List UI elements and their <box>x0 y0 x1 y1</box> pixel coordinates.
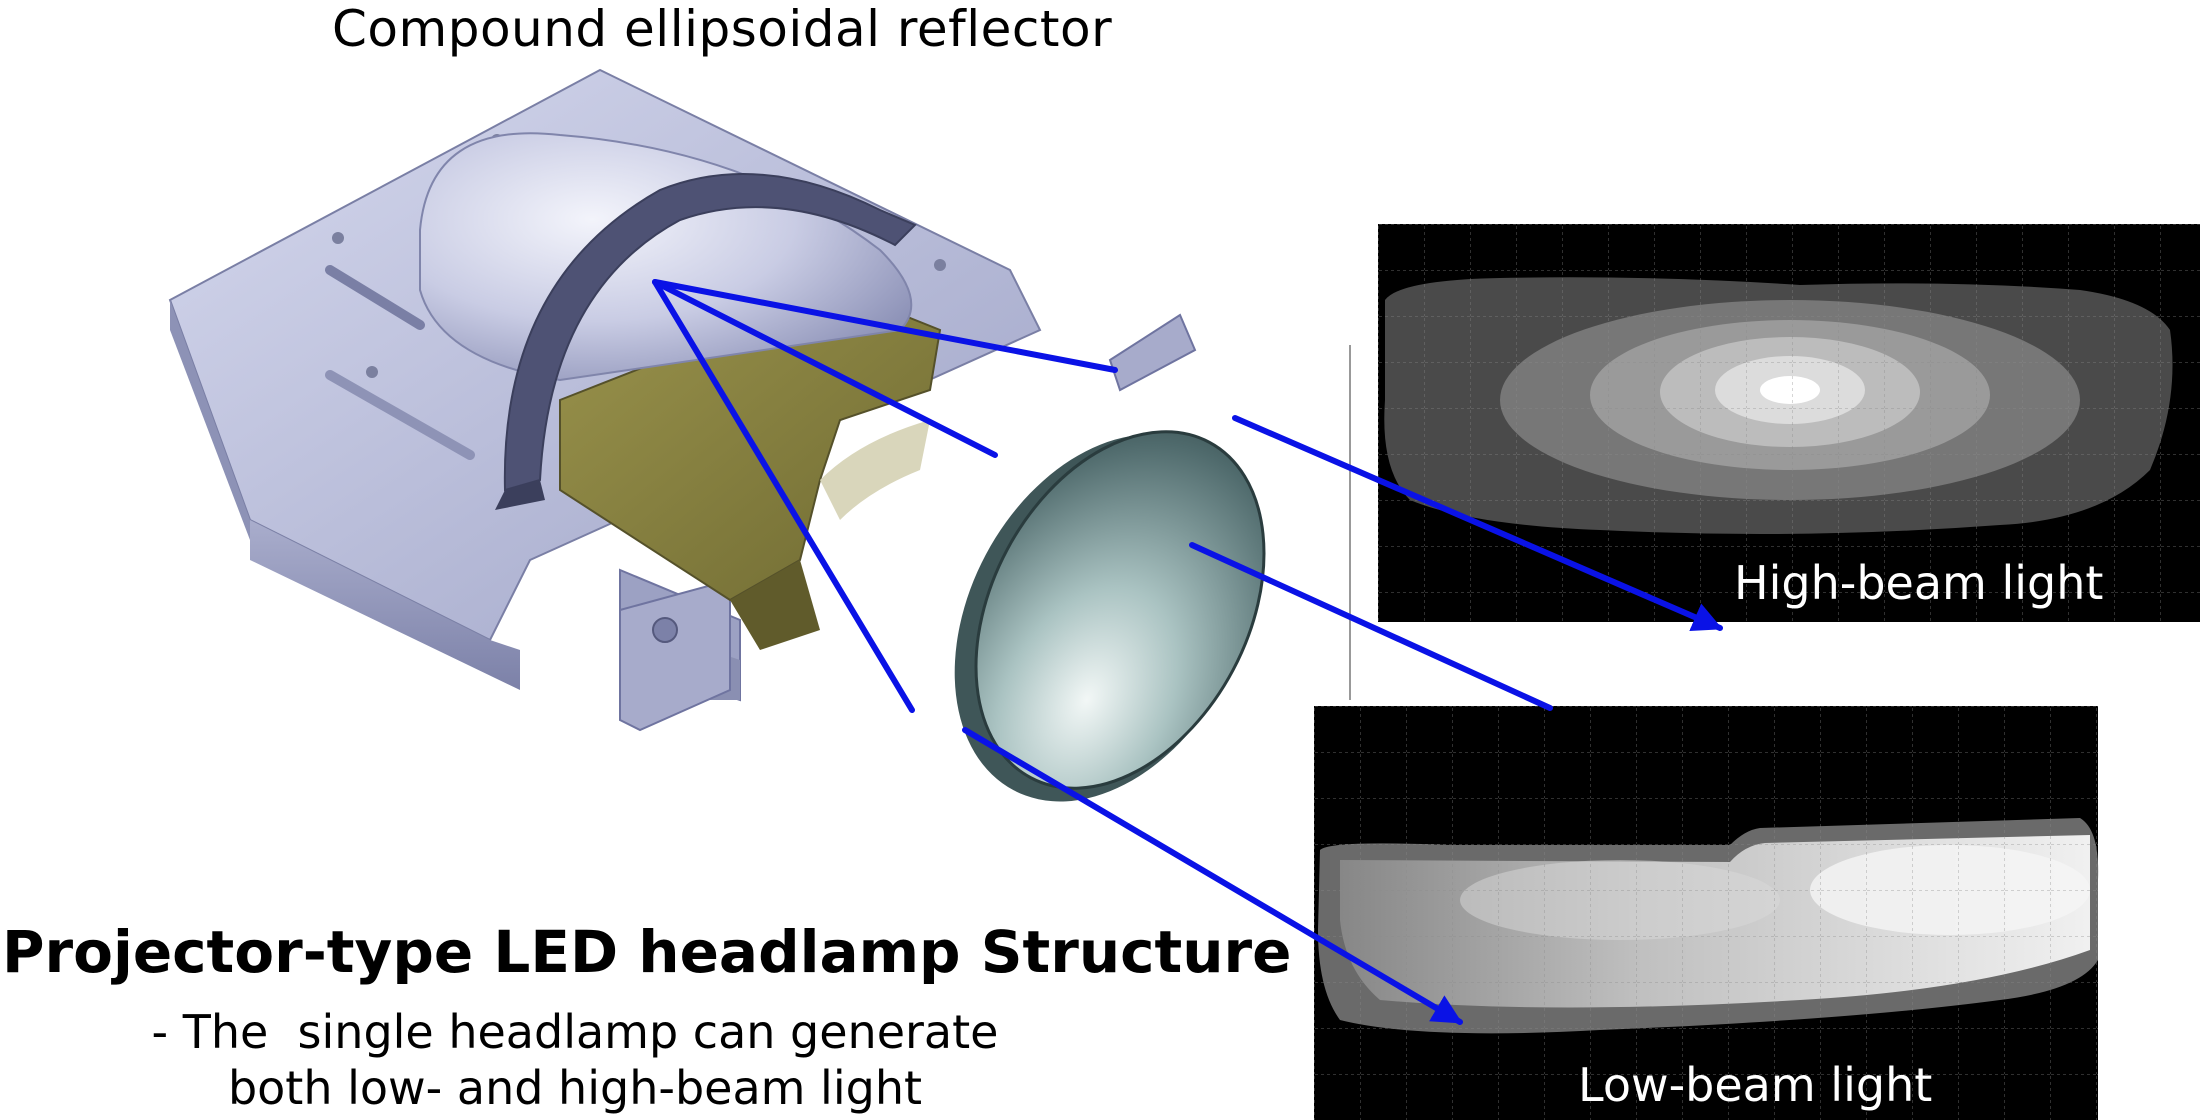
diagram-title: Projector-type LED headlamp Structure <box>2 918 1291 986</box>
diagram-subtitle: - The single headlamp can generate both … <box>0 1004 1150 1116</box>
projector-lens <box>894 315 1322 854</box>
low-beam-label: Low-beam light <box>1578 1058 1932 1112</box>
subtitle-line-1: - The single headlamp can generate <box>0 1004 1150 1060</box>
reflector-label: Compound ellipsoidal reflector <box>332 0 1112 58</box>
high-beam-label: High-beam light <box>1734 556 2103 610</box>
subtitle-line-2: both low- and high-beam light <box>0 1060 1150 1116</box>
